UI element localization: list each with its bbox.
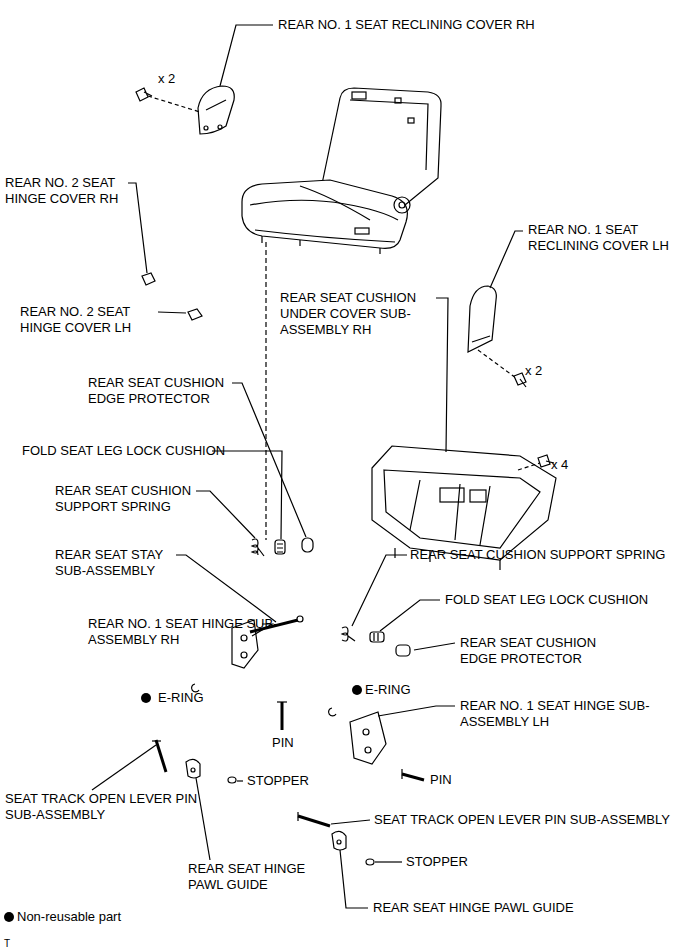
part-label: SEAT TRACK OPEN LEVER PIN SUB-ASSEMBLY (5, 791, 200, 823)
part-label: REAR NO. 1 SEAT HINGE SUB-ASSEMBLY LH (460, 698, 650, 730)
legend-dot (4, 912, 14, 922)
non-reusable-dot (352, 685, 362, 695)
part-label: REAR SEAT HINGE PAWL GUIDE (188, 861, 328, 893)
part-label: T (4, 936, 10, 952)
part-label: REAR SEAT STAY SUB-ASSEMBLY (55, 547, 190, 579)
part-label: REAR SEAT HINGE PAWL GUIDE (373, 900, 574, 916)
legend-text: Non-reusable part (17, 909, 121, 925)
part-label: REAR SEAT CUSHION UNDER COVER SUB-ASSEMB… (280, 290, 440, 338)
part-label: STOPPER (247, 773, 309, 789)
part-label: E-RING (158, 690, 204, 706)
part-label: REAR SEAT CUSHION EDGE PROTECTOR (88, 375, 253, 407)
part-label: REAR NO. 1 SEAT RECLINING COVER RH (278, 17, 535, 33)
part-label: REAR NO. 1 SEAT HINGE SUB-ASSEMBLY RH (88, 616, 278, 648)
part-label: REAR NO. 2 SEAT HINGE COVER LH (20, 304, 160, 336)
part-label: x 2 (158, 71, 175, 87)
part-label: REAR NO. 1 SEAT RECLINING COVER LH (528, 222, 686, 254)
part-label: REAR SEAT CUSHION SUPPORT SPRING (55, 483, 220, 515)
part-label: STOPPER (406, 854, 468, 870)
part-label: REAR SEAT CUSHION EDGE PROTECTOR (460, 635, 625, 667)
part-label: PIN (430, 772, 452, 788)
part-label: E-RING (365, 682, 411, 698)
part-label: PIN (272, 735, 294, 751)
part-label: FOLD SEAT LEG LOCK CUSHION (445, 592, 648, 608)
part-label: x 4 (551, 457, 568, 473)
part-label: x 2 (525, 363, 542, 379)
part-label: FOLD SEAT LEG LOCK CUSHION (22, 443, 225, 459)
part-label: REAR NO. 2 SEAT HINGE COVER RH (5, 175, 145, 207)
part-label: SEAT TRACK OPEN LEVER PIN SUB-ASSEMBLY (374, 812, 670, 828)
non-reusable-dot (141, 693, 151, 703)
part-label: REAR SEAT CUSHION SUPPORT SPRING (410, 547, 665, 563)
